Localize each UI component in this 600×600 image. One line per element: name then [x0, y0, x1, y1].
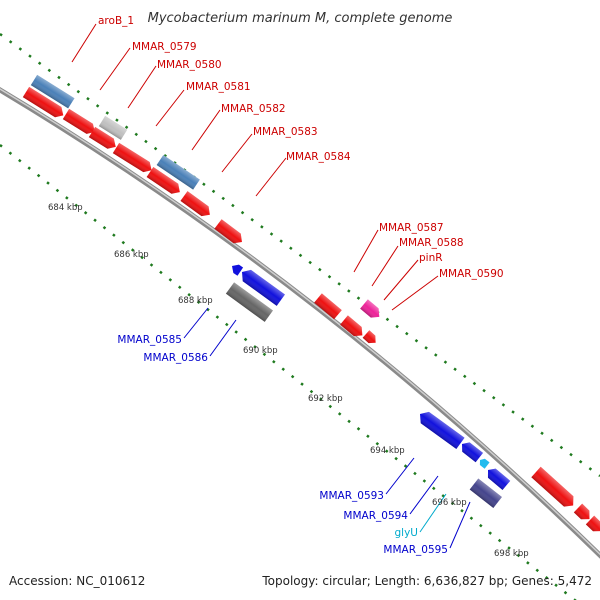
reverse-label[interactable]: MMAR_0586 — [143, 352, 208, 364]
forward-gene-MMAR_0581[interactable] — [88, 126, 119, 152]
tick-label: 698 kbp — [494, 549, 529, 559]
tick-label: 694 kbp — [370, 446, 405, 456]
accession-text: Accession: NC_010612 — [9, 574, 146, 588]
forward-label[interactable]: MMAR_0590 — [439, 268, 504, 280]
forward-label[interactable]: MMAR_0580 — [157, 59, 222, 71]
forward-gene-MMAR_0579[interactable] — [22, 86, 67, 120]
tick-label: 684 kbp — [48, 203, 83, 213]
forward-gene-aroB_1[interactable] — [30, 74, 75, 109]
reverse-gene-MMAR_0585[interactable] — [238, 266, 285, 306]
reverse-label[interactable]: MMAR_0595 — [383, 544, 448, 556]
reverse-gene-glyU[interactable] — [478, 457, 490, 469]
reverse-gene-small[interactable] — [229, 262, 244, 276]
forward-label[interactable]: MMAR_0579 — [132, 41, 197, 53]
forward-gene-MMAR_0597[interactable] — [573, 503, 594, 524]
reverse-gene-MMAR_0594b[interactable] — [484, 465, 511, 491]
forward-gene-MMAR_0581-gray[interactable] — [98, 115, 128, 140]
forward-gene-MMAR_0582[interactable] — [112, 142, 155, 175]
reverse-gene-MMAR_0593[interactable] — [416, 408, 465, 450]
reverse-label[interactable]: glyU — [395, 527, 418, 539]
forward-label[interactable]: MMAR_0584 — [286, 151, 351, 163]
tick-labels: 684 kbp 686 kbp 688 kbp 690 kbp 692 kbp … — [48, 203, 529, 559]
forward-label[interactable]: MMAR_0581 — [186, 81, 251, 93]
tick-label: 690 kbp — [243, 346, 278, 356]
reverse-leader-lines — [183, 307, 471, 549]
forward-label[interactable]: pinR — [419, 252, 443, 264]
forward-gene-MMAR_0588[interactable] — [340, 315, 366, 340]
forward-gene-MMAR_0598[interactable] — [585, 515, 600, 536]
forward-gene-MMAR_0583[interactable] — [146, 167, 184, 197]
reverse-label[interactable]: MMAR_0585 — [117, 334, 182, 346]
reverse-gene-MMAR_0594[interactable] — [458, 439, 484, 463]
tick-label: 692 kbp — [308, 394, 343, 404]
forward-label[interactable]: MMAR_0583 — [253, 126, 318, 138]
forward-gene-MMAR_0587[interactable] — [314, 293, 342, 320]
forward-label[interactable]: MMAR_0582 — [221, 103, 286, 115]
forward-leader-lines — [71, 23, 439, 311]
forward-gene-MMAR_0596[interactable] — [531, 466, 578, 511]
inner-tick-line — [0, 144, 577, 600]
forward-gene-MMAR_0590[interactable] — [362, 330, 379, 346]
reverse-gene-MMAR_0595[interactable] — [469, 478, 502, 508]
tick-label: 696 kbp — [432, 498, 467, 508]
genome-backbone-highlight — [0, 88, 600, 556]
reverse-label-group: MMAR_0585 MMAR_0586 MMAR_0593 MMAR_0594 … — [117, 334, 448, 556]
genome-backbone — [0, 87, 600, 559]
forward-label[interactable]: MMAR_0588 — [399, 237, 464, 249]
forward-gene-MMAR_0584[interactable] — [180, 191, 213, 220]
forward-label[interactable]: aroB_1 — [98, 15, 134, 27]
forward-gene-MMAR_0584b[interactable] — [214, 219, 245, 247]
genome-info-text: Topology: circular; Length: 6,636,827 bp… — [262, 574, 592, 588]
map-title: Mycobacterium marinum M, complete genome — [148, 11, 453, 26]
forward-gene-MMAR_0580[interactable] — [62, 108, 98, 137]
forward-label[interactable]: MMAR_0587 — [379, 222, 444, 234]
reverse-gene-MMAR_0586[interactable] — [225, 282, 273, 322]
outer-tick-line — [0, 32, 600, 478]
forward-gene-pinR[interactable] — [360, 299, 383, 321]
reverse-label[interactable]: MMAR_0594 — [343, 510, 408, 522]
forward-gene-MMAR_0583-steel[interactable] — [156, 155, 200, 190]
forward-label-group: aroB_1 MMAR_0579 MMAR_0580 MMAR_0581 MMA… — [98, 15, 504, 280]
reverse-label[interactable]: MMAR_0593 — [319, 490, 384, 502]
tick-label: 686 kbp — [114, 250, 149, 260]
tick-label: 688 kbp — [178, 296, 213, 306]
